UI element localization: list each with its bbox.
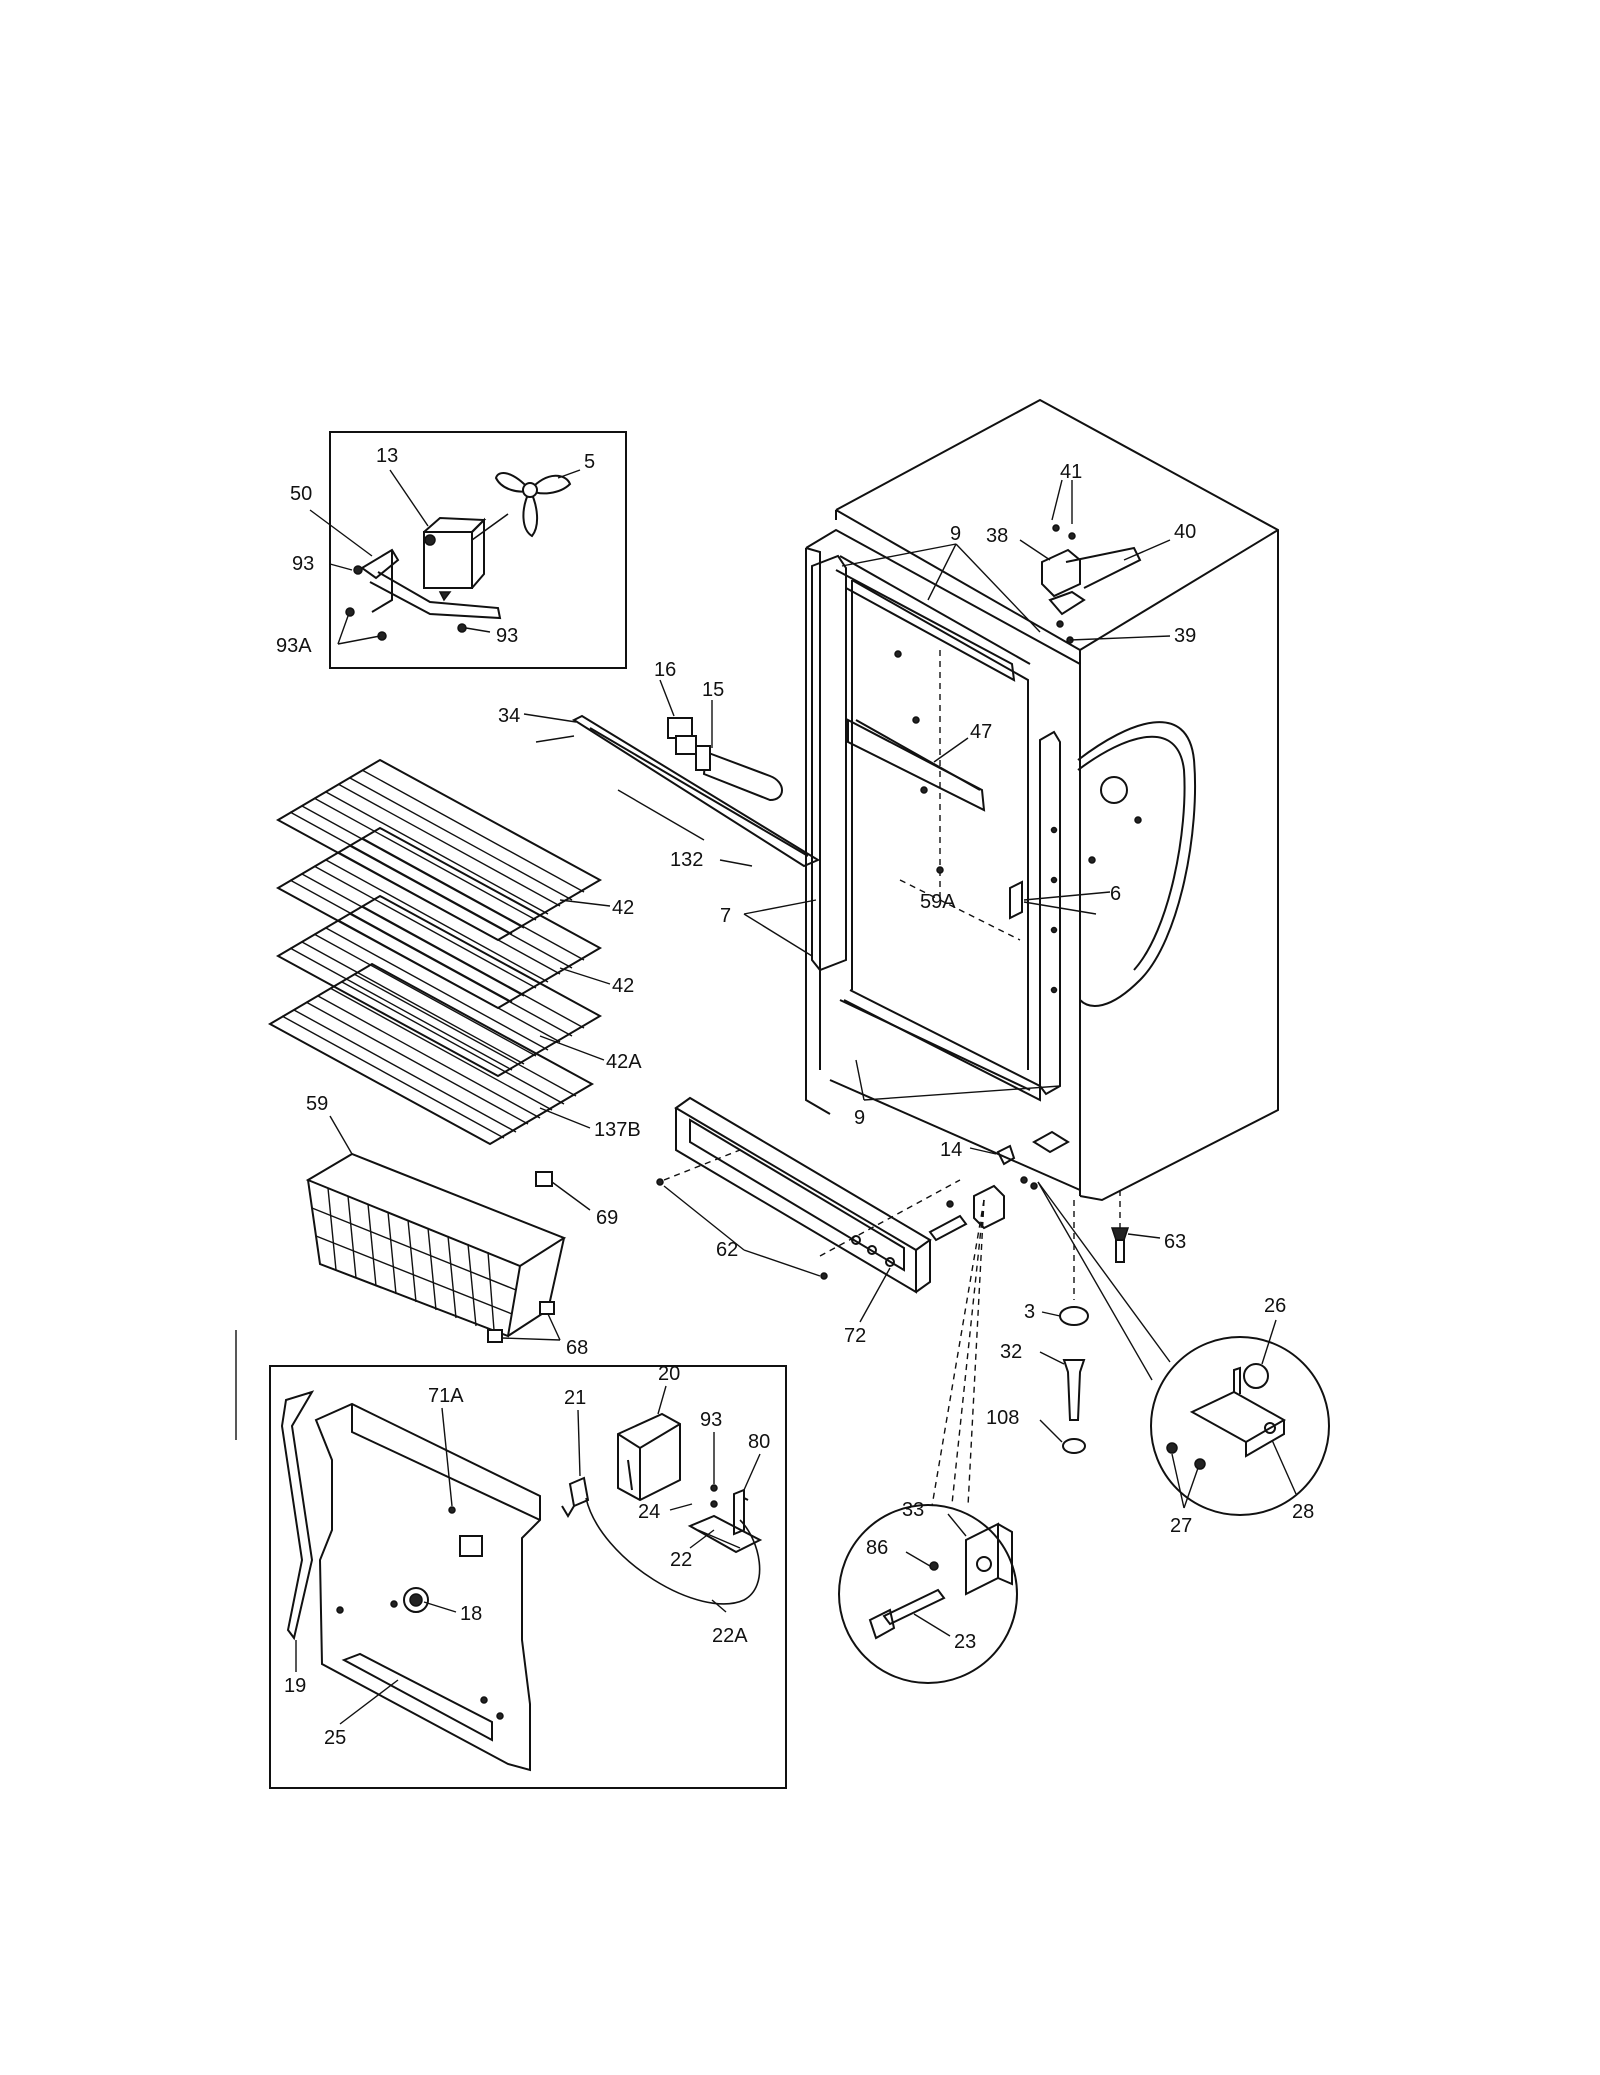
- door-stop-detail: 33 86 23: [838, 1199, 1018, 1684]
- basket-clip: [487, 1329, 503, 1343]
- top-hinge: [1041, 524, 1142, 644]
- shelf-42-second: [275, 826, 603, 1010]
- detail-circle: [1150, 1336, 1330, 1516]
- label-40: 40: [1174, 521, 1196, 543]
- thermostat: [667, 717, 697, 755]
- wire-basket: 59 69 68: [305, 1093, 618, 1359]
- label-26: 26: [1264, 1295, 1286, 1317]
- label-9: 9: [950, 523, 961, 545]
- cover-panel-25: [314, 1402, 541, 1772]
- basket-clip: [539, 1301, 555, 1315]
- label-62: 62: [716, 1239, 738, 1261]
- shelf-137B: [267, 962, 595, 1146]
- label-93: 93: [292, 553, 314, 575]
- label-16: 16: [654, 659, 676, 681]
- label-34: 34: [498, 705, 520, 727]
- shelf-42-top: [275, 758, 603, 942]
- bottom-hinge-detail: 26 27 28: [1037, 1181, 1330, 1537]
- inset-frame-fan: [329, 431, 627, 669]
- screw-icon: [457, 623, 467, 633]
- label-27: 27: [1170, 1515, 1192, 1537]
- label-5: 5: [584, 451, 595, 473]
- label-6: 6: [1110, 883, 1121, 905]
- label-25: 25: [324, 1727, 346, 1749]
- label-3: 3: [1024, 1301, 1035, 1323]
- fan-motor: [423, 513, 509, 602]
- label-18: 18: [460, 1603, 482, 1625]
- drain-heater-cover-20: [617, 1412, 681, 1502]
- detail-circle: [838, 1504, 1018, 1684]
- wire-shelves: 42 42 42A 137B: [267, 758, 642, 1146]
- label-22: 22: [670, 1549, 692, 1571]
- freezer-cabinet: 41 38 40 39 9 16 15 34 47 132 59A 6 7 9 …: [498, 398, 1279, 1263]
- screw-icon: [353, 565, 363, 575]
- label-42A: 42A: [606, 1051, 642, 1073]
- motor-bracket: [360, 548, 502, 620]
- inset-frame-cover: [269, 1365, 787, 1789]
- label-9: 9: [854, 1107, 865, 1129]
- label-24: 24: [638, 1501, 660, 1523]
- label-21: 21: [564, 1387, 586, 1409]
- roller-32: [1062, 1359, 1086, 1421]
- label-59A: 59A: [920, 891, 956, 913]
- label-32: 32: [1000, 1341, 1022, 1363]
- leveling-leg: [1110, 1190, 1130, 1263]
- label-72: 72: [844, 1325, 866, 1347]
- label-93A: 93A: [276, 635, 312, 657]
- label-42: 42: [612, 975, 634, 997]
- label-22A: 22A: [712, 1625, 748, 1647]
- label-23: 23: [954, 1631, 976, 1653]
- label-93: 93: [496, 625, 518, 647]
- label-80: 80: [748, 1431, 770, 1453]
- label-50: 50: [290, 483, 312, 505]
- evaporator-cover-inset: 71A 21 20 93 80 24 22 22A 18 19 25: [235, 1330, 787, 1789]
- leg-parts: 3 32 108: [986, 1200, 1089, 1454]
- label-20: 20: [658, 1363, 680, 1385]
- light-shield: [571, 714, 821, 868]
- fan-motor-inset: 13 5 50 93 93A 93: [276, 431, 627, 669]
- basket-clip: [535, 1171, 553, 1187]
- fan-blade: [494, 472, 572, 538]
- label-137B: 137B: [594, 1119, 641, 1141]
- label-39: 39: [1174, 625, 1196, 647]
- cap-3: [1059, 1306, 1089, 1326]
- nut-108: [1062, 1438, 1086, 1454]
- label-59: 59: [306, 1093, 328, 1115]
- label-41: 41: [1060, 461, 1082, 483]
- label-69: 69: [596, 1207, 618, 1229]
- label-7: 7: [720, 905, 731, 927]
- label-13: 13: [376, 445, 398, 467]
- label-132: 132: [670, 849, 703, 871]
- light-bulb: [695, 745, 783, 802]
- defrost-thermostat-21: [568, 1476, 590, 1508]
- screw-icon: [345, 607, 355, 617]
- label-15: 15: [702, 679, 724, 701]
- kickplate: 62 72: [656, 1096, 961, 1347]
- label-47: 47: [970, 721, 992, 743]
- latch-59A: [1009, 880, 1023, 920]
- heater-22: [687, 1514, 763, 1554]
- bottom-hinge-parts: 14: [928, 1130, 1070, 1242]
- label-68: 68: [566, 1337, 588, 1359]
- label-108: 108: [986, 1407, 1019, 1429]
- grommet-18: [403, 1587, 429, 1613]
- label-19: 19: [284, 1675, 306, 1697]
- shelf-42A: [275, 894, 603, 1078]
- label-71A: 71A: [428, 1385, 464, 1407]
- label-33: 33: [902, 1499, 924, 1521]
- label-93: 93: [700, 1409, 722, 1431]
- breaker-strips: [811, 554, 1061, 1102]
- label-86: 86: [866, 1537, 888, 1559]
- label-14: 14: [940, 1139, 962, 1161]
- bracket-80: [733, 1488, 745, 1536]
- label-28: 28: [1292, 1501, 1314, 1523]
- label-42: 42: [612, 897, 634, 919]
- label-38: 38: [986, 525, 1008, 547]
- side-strip-19: [280, 1390, 315, 1641]
- label-63: 63: [1164, 1231, 1186, 1253]
